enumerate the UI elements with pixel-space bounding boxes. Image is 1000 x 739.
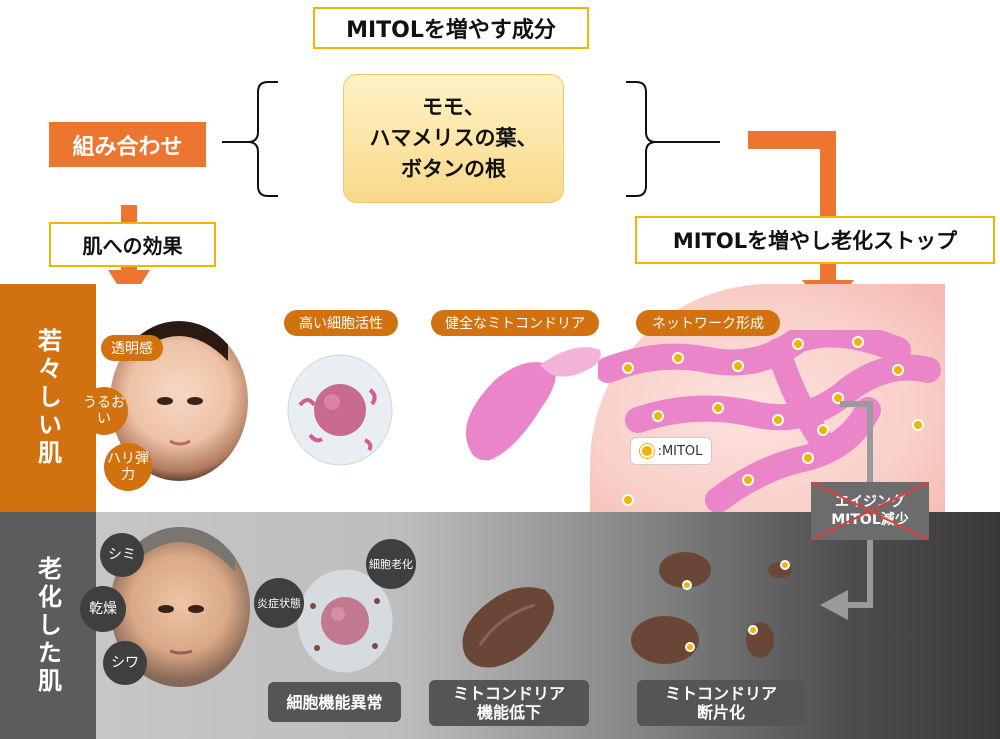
outcome-mitochondria-decline: ミトコンドリア 機能低下 <box>429 680 589 726</box>
outcome-2-line1: ミトコンドリア <box>452 684 565 703</box>
young-side-label: 若々しい肌 <box>0 284 96 512</box>
feature-healthy-mitochondria: 健全なミトコンドリア <box>431 310 599 336</box>
feature-network: ネットワーク形成 <box>636 310 780 336</box>
outcome-mitochondria-fragmentation: ミトコンドリア 断片化 <box>637 680 805 726</box>
right-brace <box>626 81 720 197</box>
aged-cell-illustration <box>296 568 394 674</box>
trait-wrinkles: シワ <box>103 641 147 685</box>
outcome-3-line1: ミトコンドリア <box>664 684 777 703</box>
damaged-mitochondria-illustration <box>462 587 554 668</box>
outcome-3-line2: 断片化 <box>696 703 745 722</box>
mitol-dot-icon <box>639 444 654 458</box>
ingredient-1: モモ、 <box>422 95 485 119</box>
outcome-cell-dysfunction: 細胞機能異常 <box>268 682 401 722</box>
healthy-cell-illustration <box>287 354 393 466</box>
feature-high-cell-activity: 高い細胞活性 <box>284 310 398 336</box>
cell-senescence-badge: 細胞老化 <box>366 539 416 589</box>
inflammation-state-badge: 炎症状態 <box>254 578 304 628</box>
aged-side-label: 老化した肌 <box>0 512 96 739</box>
trait-spots: シミ <box>100 533 144 577</box>
aging-note-line2: MITOL減少 <box>831 512 909 528</box>
skin-effect-label: 肌への効果 <box>49 222 216 267</box>
mitol-legend-text: :MITOL <box>657 443 703 459</box>
aging-note-line1: エイジング <box>835 494 905 510</box>
title-box: MITOLを増やす成分 <box>313 7 589 49</box>
trait-transparency: 透明感 <box>101 335 163 361</box>
aging-note-box: エイジング MITOL減少 <box>811 482 929 540</box>
outcome-2-line2: 機能低下 <box>476 703 541 722</box>
mitochondria-network-illustration <box>598 330 941 512</box>
mitol-legend: :MITOL <box>630 437 712 465</box>
outcome-1-line1: 細胞機能異常 <box>286 692 383 712</box>
young-face-features <box>130 321 228 446</box>
ingredient-2: ハマメリスの葉、 <box>369 126 538 150</box>
ingredient-box: モモ、 ハマメリスの葉、 ボタンの根 <box>343 74 564 203</box>
trait-elasticity: ハリ弾力 <box>104 443 152 491</box>
mitol-increase-label: MITOLを増やし老化ストップ <box>635 216 995 264</box>
healthy-mitochondria-illustration <box>465 347 601 461</box>
aged-face-features <box>125 527 235 655</box>
ingredient-3: ボタンの根 <box>401 157 506 181</box>
fragmented-mitochondria-illustration <box>631 552 792 664</box>
trait-moisture: うるおい <box>80 387 128 435</box>
right-l-arrow <box>748 131 854 313</box>
trait-dryness: 乾燥 <box>80 586 126 632</box>
left-brace <box>222 81 278 197</box>
aging-cross-icon <box>811 482 929 540</box>
combine-label: 組み合わせ <box>49 122 206 167</box>
